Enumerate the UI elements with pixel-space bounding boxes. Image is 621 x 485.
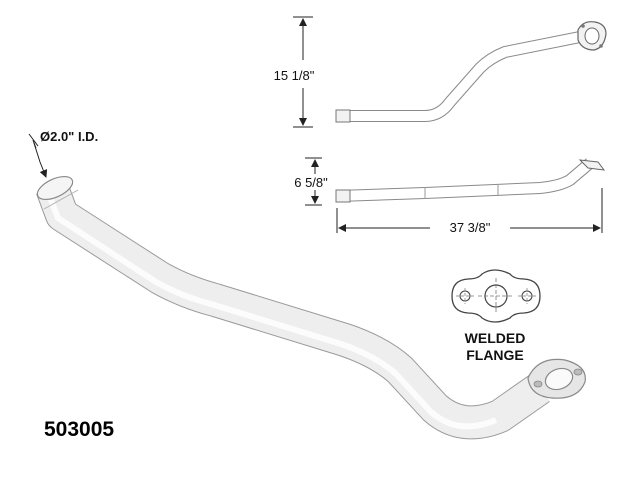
diameter-label: Ø2.0" I.D. [40,129,98,144]
side-view: 6 5/8" 37 3/8" [294,157,606,235]
height-side-label: 6 5/8" [294,175,328,190]
height-top-label: 15 1/8" [274,68,315,83]
diameter-callout: Ø2.0" I.D. [28,129,98,178]
part-number: 503005 [44,418,115,441]
pipe-opening [36,175,74,201]
main-pipe [36,175,550,440]
flange-label-line1: WELDED [465,330,526,346]
length-label: 37 3/8" [450,220,491,235]
main-flange [527,358,586,399]
flange-detail: WELDED FLANGE [451,269,541,363]
top-view: 15 1/8" [274,16,607,128]
flange-label-line2: FLANGE [466,347,524,363]
